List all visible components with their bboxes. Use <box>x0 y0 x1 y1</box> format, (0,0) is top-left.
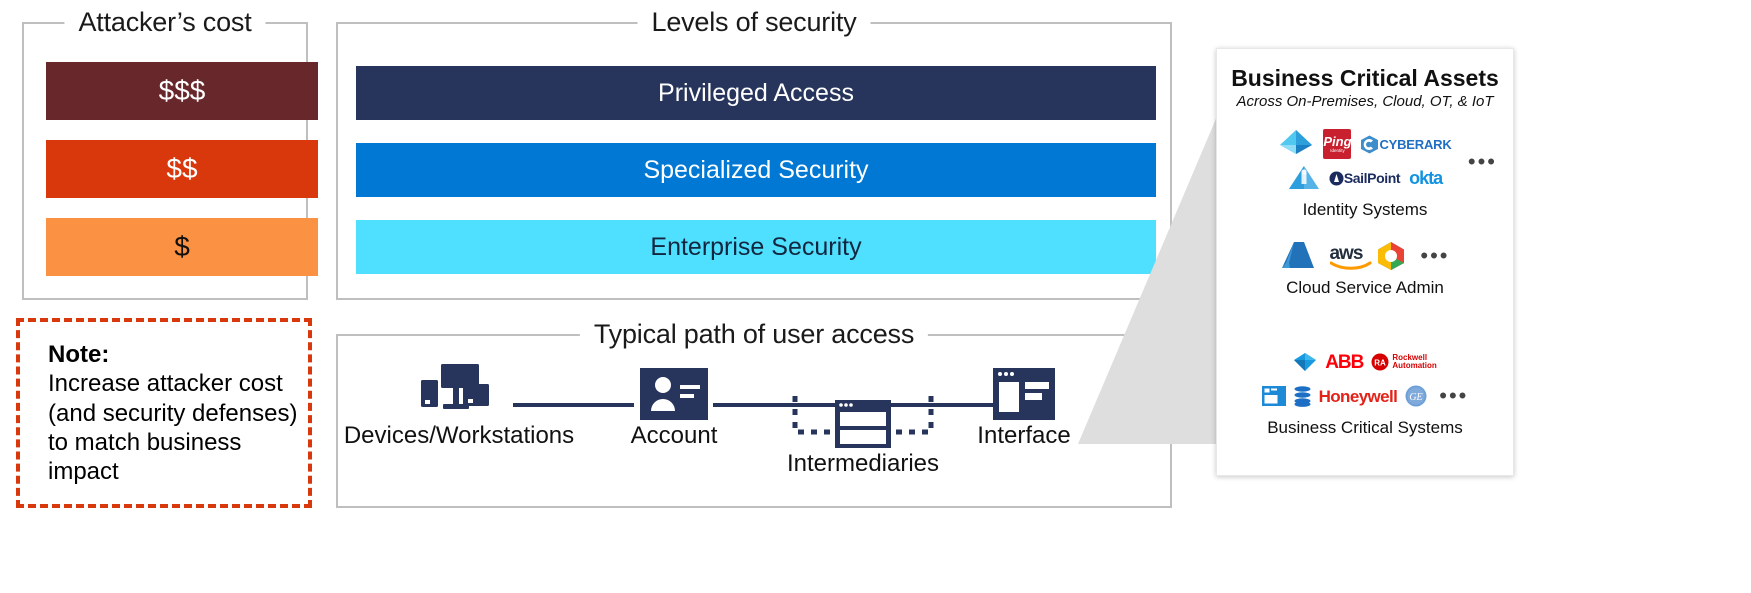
path-node-interface: Interface <box>977 368 1071 449</box>
business-critical-assets-title: Business Critical Assets <box>1231 65 1499 91</box>
level-bar-enterprise-security: Enterprise Security <box>356 220 1156 274</box>
attacker-cost-bar-high: $$$ <box>46 62 318 120</box>
level-bar-specialized-security: Specialized Security <box>356 143 1156 197</box>
path-node-label-interface: Interface <box>977 422 1071 449</box>
azure-ad-icon <box>1280 130 1313 154</box>
attackers-cost-title: Attacker’s cost <box>64 7 266 38</box>
asset-group-business-critical-systems: ABB RA Rockwell Automation <box>1217 345 1513 438</box>
asset-group-caption-identity: Identity Systems <box>1302 200 1428 219</box>
path-node-label-intermediaries: Intermediaries <box>786 450 940 477</box>
azure-logo <box>1282 242 1315 268</box>
note-title: Note: <box>48 341 110 368</box>
path-connector-devices-account <box>513 403 634 407</box>
asset-group-caption-cloud: Cloud Service Admin <box>1286 278 1444 297</box>
typical-path-panel: Typical path of user access Devices/Work… <box>336 319 1172 508</box>
rockwell-automation-logo: RA Rockwell Automation <box>1371 353 1437 371</box>
path-node-label-devices: Devices/Workstations <box>343 422 575 449</box>
identity-logo-row-1: Ping Identity CYBERARK <box>1217 127 1513 161</box>
database-icon <box>1294 385 1311 407</box>
honeywell-logo: Honeywell <box>1318 386 1398 406</box>
cloud-more-dots-icon: ••• <box>1420 243 1450 268</box>
abb-logo: ABB <box>1325 351 1364 373</box>
identity-more-dots-icon: ••• <box>1467 149 1497 174</box>
okta-logo: okta <box>1409 168 1443 188</box>
sap-diamond-icon <box>1294 353 1317 371</box>
svg-text:RA: RA <box>1375 358 1387 367</box>
asset-group-identity-systems: Ping Identity CYBERARK <box>1217 127 1513 220</box>
note-box: Note: Increase attacker cost (and securi… <box>16 318 312 508</box>
path-node-devices-workstations: Devices/Workstations <box>344 364 574 449</box>
levels-of-security-title: Levels of security <box>637 7 871 38</box>
asset-group-cloud-service-admin: aws ••• Cloud Service Admin <box>1217 239 1513 298</box>
active-directory-icon <box>1288 166 1319 189</box>
path-node-intermediaries: Intermediaries <box>768 392 958 477</box>
sailpoint-logo: SailPoint <box>1329 171 1401 186</box>
aws-smile-icon <box>1330 261 1372 270</box>
asset-group-caption-business-critical-systems: Business Critical Systems <box>1267 418 1463 437</box>
ping-identity-logo: Ping Identity <box>1323 129 1352 159</box>
aws-logo: aws <box>1329 244 1372 270</box>
path-node-account: Account <box>631 368 717 449</box>
ge-monogram-text: GE <box>1410 392 1423 403</box>
devices-workstations-icon <box>421 364 489 409</box>
sailpoint-mark-icon <box>1329 171 1344 185</box>
account-card-icon <box>640 368 708 420</box>
attacker-cost-bar-low: $ <box>46 218 318 276</box>
identity-logo-row-2: SailPoint okta ••• <box>1217 151 1513 195</box>
bcs-logo-row-1: ABB RA Rockwell Automation <box>1217 345 1513 379</box>
business-critical-assets-subtitle: Across On-Premises, Cloud, OT, & IoT <box>1236 93 1494 111</box>
attacker-cost-bar-medium: $$ <box>46 140 318 198</box>
interface-window-icon <box>993 368 1055 420</box>
level-bar-privileged-access: Privileged Access <box>356 66 1156 120</box>
levels-of-security-panel: Levels of security Privileged Access Spe… <box>336 7 1172 300</box>
google-cloud-logo <box>1378 242 1405 270</box>
note-text: Increase attacker cost (and security def… <box>48 370 298 486</box>
typical-path-title: Typical path of user access <box>579 319 929 350</box>
intermediaries-icon <box>792 396 934 448</box>
cloud-logo-row: aws ••• <box>1217 239 1513 273</box>
bcs-more-dots-icon: ••• <box>1439 383 1469 408</box>
bcs-logo-row-2: Honeywell GE ••• <box>1217 379 1513 413</box>
path-node-label-account: Account <box>630 422 718 449</box>
app-window-icon <box>1261 386 1286 406</box>
attackers-cost-panel: Attacker’s cost $$$ $$ $ <box>22 7 318 300</box>
business-critical-assets-card: Business Critical Assets Across On-Premi… <box>1216 48 1514 476</box>
cyberark-logo: CYBERARK <box>1360 135 1452 154</box>
cyberark-mark-icon <box>1361 135 1379 153</box>
ge-logo: GE <box>1405 385 1427 407</box>
rockwell-mark-icon: RA <box>1371 353 1389 371</box>
